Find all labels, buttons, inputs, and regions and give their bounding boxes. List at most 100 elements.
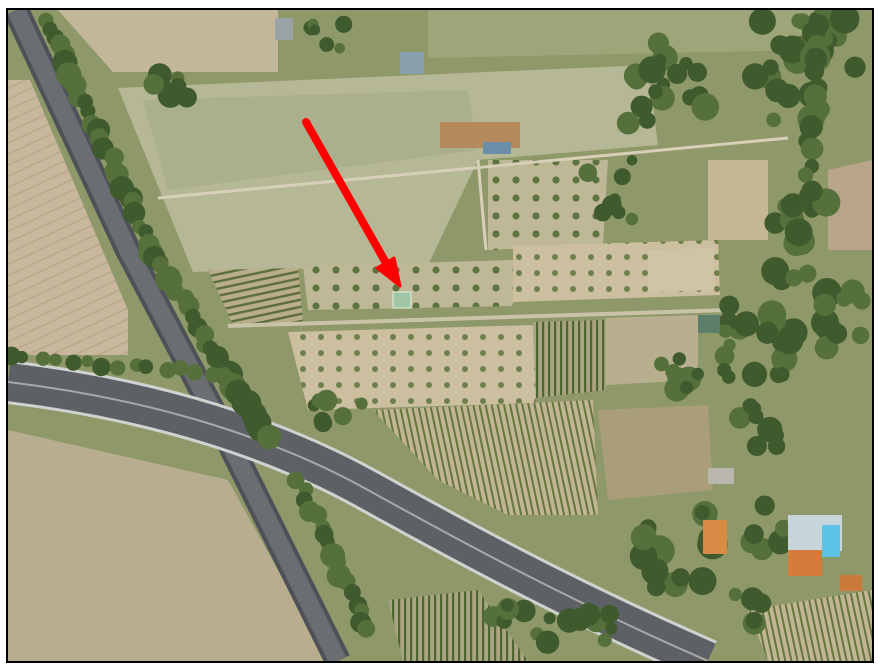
tree-canopy (616, 111, 640, 135)
tree-canopy (766, 112, 781, 128)
tree-canopy (813, 10, 829, 15)
tree-canopy (535, 630, 560, 654)
vineyard-bottom-right (748, 590, 872, 661)
tree-canopy (138, 359, 154, 375)
tree-canopy (333, 407, 352, 426)
field-lower-right (598, 405, 713, 500)
tree-canopy (577, 602, 601, 626)
tree-canopy (803, 84, 827, 108)
tree-canopy (767, 437, 786, 455)
tree-canopy (774, 367, 790, 382)
tree-canopy (733, 311, 760, 337)
tree-canopy (314, 414, 333, 433)
building-grey (708, 468, 734, 484)
tree-canopy (630, 524, 657, 551)
tree-canopy (513, 599, 536, 623)
tree-canopy (654, 356, 669, 372)
tree-canopy (719, 295, 740, 316)
tree-canopy (143, 74, 165, 95)
track-upper (157, 136, 789, 200)
tree-canopy (578, 163, 598, 182)
tree-canopy (765, 78, 790, 103)
tree-canopy (746, 436, 767, 456)
tree-canopy (800, 137, 824, 161)
tree-canopy (798, 264, 817, 283)
tree-canopy (625, 212, 639, 226)
tree-canopy (638, 112, 656, 129)
orchard-lower (288, 325, 536, 410)
tree-canopy (784, 218, 813, 247)
tree-canopy (49, 353, 62, 366)
tree-canopy (671, 568, 690, 587)
tree-canopy (309, 505, 328, 524)
satellite-map[interactable] (6, 8, 874, 663)
small-shed[interactable] (392, 291, 412, 309)
tree-canopy (797, 167, 814, 183)
tree-canopy (778, 35, 807, 64)
tree-canopy (770, 428, 784, 443)
tree-canopy (648, 84, 663, 99)
tree-canopy (742, 398, 759, 414)
tree-canopy (311, 393, 327, 409)
tree-canopy (172, 360, 189, 376)
tree-canopy (357, 619, 376, 638)
tree-canopy (751, 593, 772, 613)
orchard-shed-row (303, 260, 513, 310)
tree-canopy (680, 381, 694, 395)
tree-canopy (286, 471, 305, 490)
red-arrow-icon (302, 118, 402, 288)
building-top (275, 18, 293, 40)
tree-canopy (672, 352, 686, 366)
tree-canopy (257, 425, 282, 450)
track-vertical (476, 159, 488, 251)
tree-canopy (745, 612, 763, 629)
tree-canopy (695, 505, 710, 520)
tree-canopy (597, 633, 612, 648)
yard-right (648, 248, 714, 292)
map-canvas[interactable] (8, 10, 872, 661)
tree-canopy (638, 56, 666, 84)
vineyard-lower (373, 400, 598, 515)
tree-canopy (159, 362, 176, 379)
vineyard-small (208, 268, 303, 325)
tree-canopy (721, 370, 736, 384)
tree-canopy (81, 355, 94, 368)
tree-canopy (123, 201, 146, 225)
tree-canopy (691, 93, 720, 121)
tree-canopy (170, 78, 187, 95)
field-bottom-left (8, 430, 328, 661)
tree-canopy (781, 193, 806, 218)
tree-canopy (641, 558, 669, 586)
tree-canopy (742, 63, 769, 90)
building-green-roof (698, 315, 720, 333)
field-left (8, 80, 128, 355)
tree-canopy (804, 61, 825, 81)
track-middle (227, 308, 729, 328)
tree-canopy (829, 10, 860, 34)
tree-canopy (667, 366, 687, 386)
tree-canopy (779, 318, 808, 347)
tree-canopy (626, 155, 638, 166)
tree-canopy (714, 346, 735, 366)
field-far-right (828, 160, 872, 250)
tree-canopy (728, 587, 742, 602)
tree-canopy (813, 293, 836, 316)
swimming-pool[interactable] (822, 525, 840, 557)
house-roof-corner (840, 575, 862, 591)
house-roof-small (703, 520, 727, 554)
tree-canopy (744, 524, 764, 544)
tree-canopy (335, 15, 353, 33)
tree-canopy (754, 495, 775, 516)
tree-canopy (186, 364, 203, 381)
tree-canopy (826, 323, 848, 344)
tree-canopy (844, 56, 866, 78)
tree-canopy (65, 354, 82, 371)
tree-canopy (334, 43, 346, 54)
tree-canopy (355, 397, 368, 410)
tree-canopy (691, 367, 704, 381)
tree-canopy (775, 519, 793, 537)
field-top-left (58, 10, 278, 72)
tree-canopy (543, 612, 556, 625)
farm-building (483, 142, 511, 154)
tree-canopy (718, 324, 733, 339)
